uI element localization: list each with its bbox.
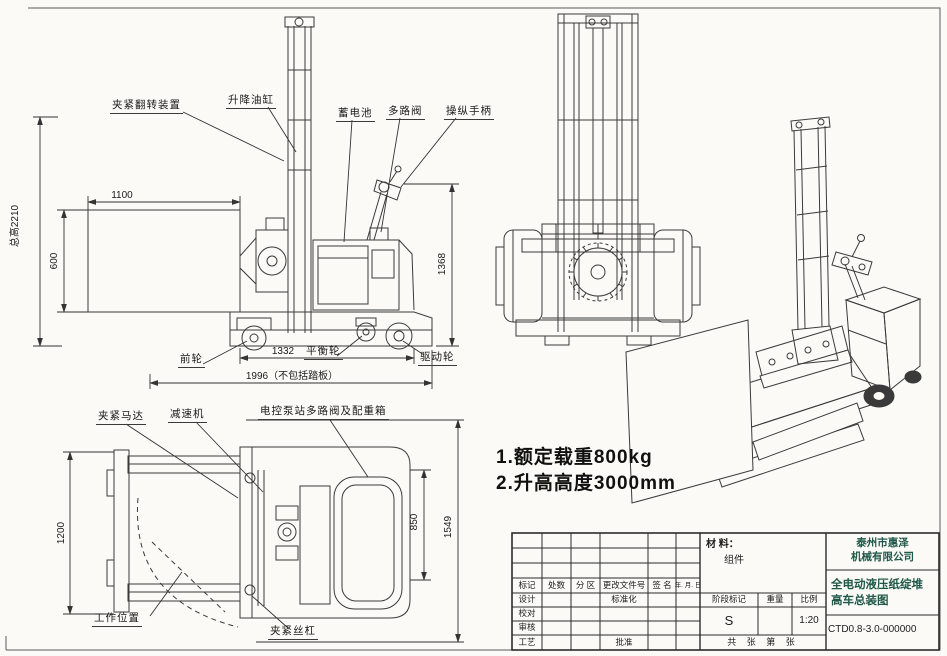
label-multiway-valve: 多路阀 [386, 105, 425, 120]
titleblock-scale-value: 1:20 [799, 615, 819, 627]
titleblock-col-count: 处数 [547, 579, 565, 590]
titleblock-standardization: 标准化 [611, 594, 637, 605]
titleblock-material-value: 组件 [724, 555, 744, 567]
dim-roll-height: 600 [49, 252, 60, 270]
titleblock-col-sign: 签 名 [652, 579, 672, 590]
dim-clamp-length: 1200 [56, 521, 67, 545]
label-work-position: 工作位置 [92, 612, 142, 627]
titleblock-scale: 比例 [800, 594, 818, 605]
titleblock-col-zone: 分 区 [575, 579, 596, 590]
label-reducer: 减速机 [168, 408, 207, 423]
dim-total-height: 总高2210 [10, 204, 21, 248]
titleblock-col-date: 年. 月. 日 [674, 581, 702, 589]
label-clamp-flip-device: 夹紧翻转装置 [110, 99, 183, 114]
label-lift-cylinder: 升降油缸 [226, 94, 276, 109]
titleblock-col-file-no: 更改文件号 [602, 579, 646, 590]
dim-overall-length: 1996（不包括踏板） [243, 371, 341, 382]
titleblock-title-line2: 高车总装图 [831, 595, 889, 608]
titleblock-material-label: 材 料： [706, 539, 739, 551]
iso-view-linework [625, 116, 922, 504]
titleblock-stage-value: S [724, 612, 734, 628]
titleblock-weight: 重量 [766, 594, 784, 605]
label-front-wheel: 前轮 [178, 353, 205, 368]
front-view-linework [495, 13, 701, 346]
spec-notes: 1.额定载重800kg 2.升高高度3000mm [496, 445, 676, 496]
dim-roll-width: 1100 [109, 190, 135, 201]
titleblock-title-line1: 全电动液压纸绽堆 [831, 579, 923, 592]
label-clamp-screw: 夹紧丝杠 [268, 625, 318, 640]
titleblock-stage-mark: 阶段标记 [711, 594, 746, 605]
side-view-leaders [182, 106, 457, 365]
top-view-linework [106, 446, 411, 628]
dim-wheelbase: 1332 [269, 346, 297, 357]
titleblock-drawing-no: CTD0.8-3.0-000000 [828, 624, 917, 636]
note-lift-height: 2.升高高度3000mm [496, 472, 676, 494]
titleblock-approve: 批准 [615, 636, 633, 647]
label-battery: 蓄电池 [336, 107, 375, 122]
title-block-grid [511, 532, 940, 651]
dim-overall-width: 1549 [443, 515, 454, 539]
titleblock-process: 工艺 [518, 636, 536, 647]
top-view-leaders [125, 419, 369, 629]
side-view-linework [87, 16, 433, 351]
note-rated-load: 1.额定载重800kg [496, 447, 653, 468]
dim-handle-height: 1368 [437, 252, 448, 276]
label-clamp-motor: 夹紧马达 [96, 410, 146, 425]
titleblock-company-line1: 泰州市惠泽 [856, 536, 909, 549]
titleblock-design: 设计 [518, 594, 536, 605]
titleblock-proofread: 校对 [518, 608, 536, 619]
titleblock-company-line2: 机械有限公司 [851, 550, 914, 563]
label-pump-station: 电控泵站多路阀及配重箱 [258, 405, 389, 420]
titleblock-review: 审核 [518, 622, 536, 633]
label-drive-wheel: 驱动轮 [418, 351, 457, 366]
dim-body-width: 850 [409, 513, 420, 531]
titleblock-col-mark: 标记 [518, 579, 536, 590]
side-view-dimensions [33, 116, 459, 389]
sheet-frame [5, 7, 941, 651]
top-view-dimensions [63, 419, 464, 643]
titleblock-sheet-info: 共 张 第 张 [727, 637, 799, 648]
label-balance-wheel: 平衡轮 [304, 345, 343, 360]
label-control-handle: 操纵手柄 [444, 105, 494, 120]
